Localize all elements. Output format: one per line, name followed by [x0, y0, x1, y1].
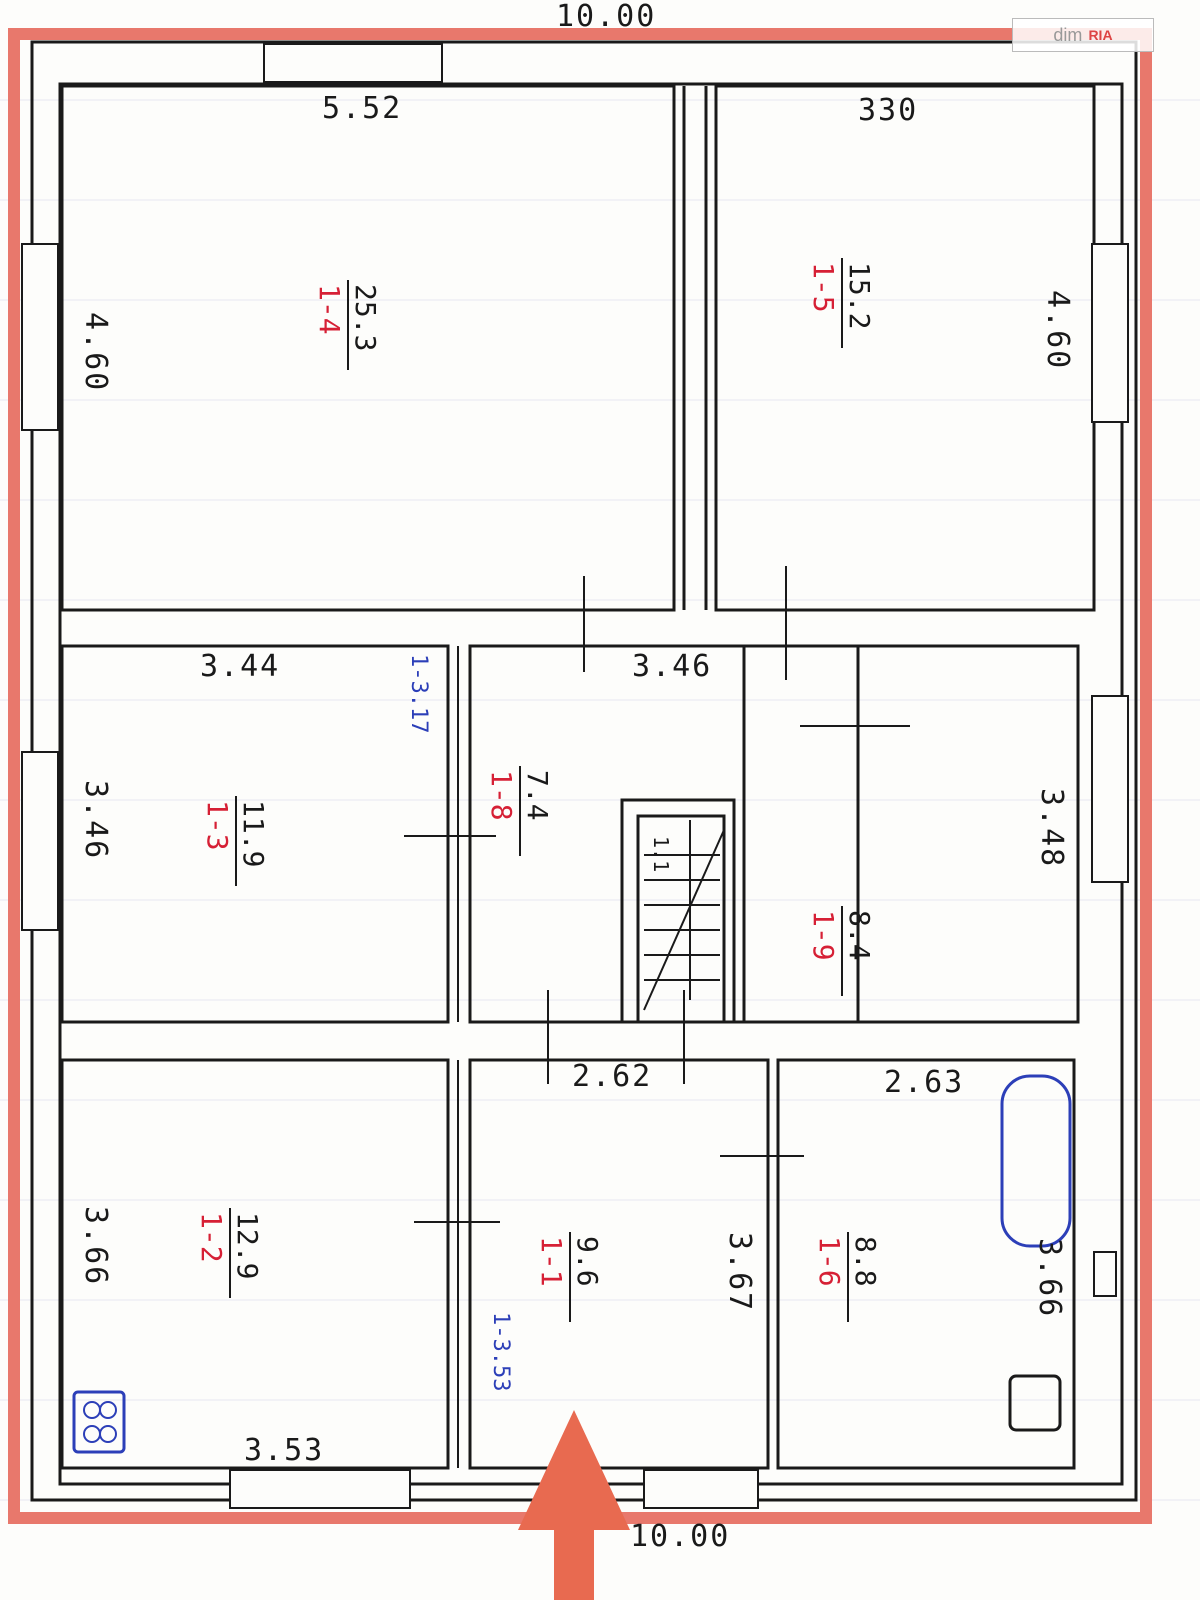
dim-bot-left-height: 3.66	[78, 1206, 113, 1286]
watermark-brand: dim	[1053, 24, 1083, 45]
watermark-logo: dim RIA	[1012, 18, 1154, 52]
room-area: 1.1	[649, 836, 673, 872]
room-area: 12.9	[231, 1212, 264, 1279]
dim-top-left-width: 5.52	[322, 91, 402, 126]
dim-mid-left-width: 3.44	[200, 649, 280, 684]
dim-top-left-height: 4.60	[78, 312, 113, 392]
door-marks	[404, 566, 910, 1223]
staircase	[643, 820, 725, 1011]
dim-bot-left-width: 3.53	[244, 1433, 324, 1468]
bathtub-icon	[1000, 1074, 1072, 1248]
dim-mid-left-height: 3.46	[78, 780, 113, 860]
stove-icon	[72, 1390, 126, 1454]
dimension-labels: 10.00 10.00 5.52 330 4.60 4.60 3.44 3.46…	[78, 0, 1075, 1554]
room-number: 1-5	[807, 262, 840, 313]
room-number: 1-8	[485, 770, 518, 821]
room-1-2: 12.9 1-2	[195, 1208, 264, 1298]
window-bottom-center	[643, 1469, 759, 1509]
room-1-9: 8.4 1-9	[807, 906, 876, 996]
room-number: 1-3	[201, 800, 234, 851]
window-top	[263, 43, 443, 83]
room-1-8: 7.4 1-8	[485, 766, 554, 856]
grid-paper	[0, 99, 1200, 1501]
dim-top-right-width: 330	[858, 93, 918, 128]
room-number: 1-9	[807, 910, 840, 961]
room-area: 25.3	[349, 284, 382, 351]
room-number: 1-6	[813, 1236, 846, 1287]
window-left-top	[21, 243, 59, 431]
property-outline	[8, 28, 1152, 1524]
dim-top-right-height: 4.60	[1040, 290, 1075, 370]
entrance-arrow-icon	[518, 1410, 630, 1600]
room-number: 1-2	[195, 1212, 228, 1263]
watermark-brand-ria: RIA	[1088, 27, 1113, 43]
window-right-mid	[1091, 695, 1129, 883]
room-area: 7.4	[521, 770, 554, 821]
room-number: 1-1	[535, 1236, 568, 1287]
dim-top-total: 10.00	[556, 0, 656, 34]
room-number: 1-4	[313, 284, 346, 335]
annotation-bottom: 1-3.53	[488, 1312, 513, 1391]
room-1-6: 8.8 1-6	[813, 1232, 882, 1322]
window-bottom-left	[229, 1469, 411, 1509]
annotations: 1-3.17 1-3.53	[406, 654, 513, 1391]
room-labels: 25.3 1-4 15.2 1-5 11.9 1-3 7.4 1-8 8.4 1…	[195, 258, 882, 1322]
dim-bottom-total: 10.00	[630, 1519, 730, 1554]
room-stair: 1.1	[649, 836, 673, 872]
dim-mid-center-width: 3.46	[632, 649, 712, 684]
room-1-5: 15.2 1-5	[807, 258, 876, 348]
boiler-icon	[1008, 1374, 1062, 1432]
fixtures	[72, 1074, 1072, 1454]
room-1-3: 11.9 1-3	[201, 796, 270, 886]
room-area: 11.9	[237, 800, 270, 867]
dim-bot-center-width: 2.62	[572, 1059, 652, 1094]
window-right-bottom	[1093, 1251, 1117, 1297]
room-1-1: 9.6 1-1	[535, 1232, 604, 1322]
room-area: 8.8	[849, 1236, 882, 1287]
dim-bot-right-width: 2.63	[884, 1065, 964, 1100]
dim-bot-right-height: 3.66	[1032, 1238, 1067, 1318]
room-area: 9.6	[571, 1236, 604, 1287]
dim-mid-right-height: 3.48	[1034, 788, 1069, 868]
room-area: 15.2	[843, 262, 876, 329]
room-1-4: 25.3 1-4	[313, 280, 382, 370]
interior-walls	[60, 84, 1096, 1470]
window-right-top	[1091, 243, 1129, 423]
annotation-mid: 1-3.17	[406, 654, 431, 733]
window-left-mid	[21, 751, 59, 931]
room-area: 8.4	[843, 910, 876, 961]
dim-bot-center-height: 3.67	[722, 1232, 757, 1312]
windows	[21, 43, 1129, 1509]
